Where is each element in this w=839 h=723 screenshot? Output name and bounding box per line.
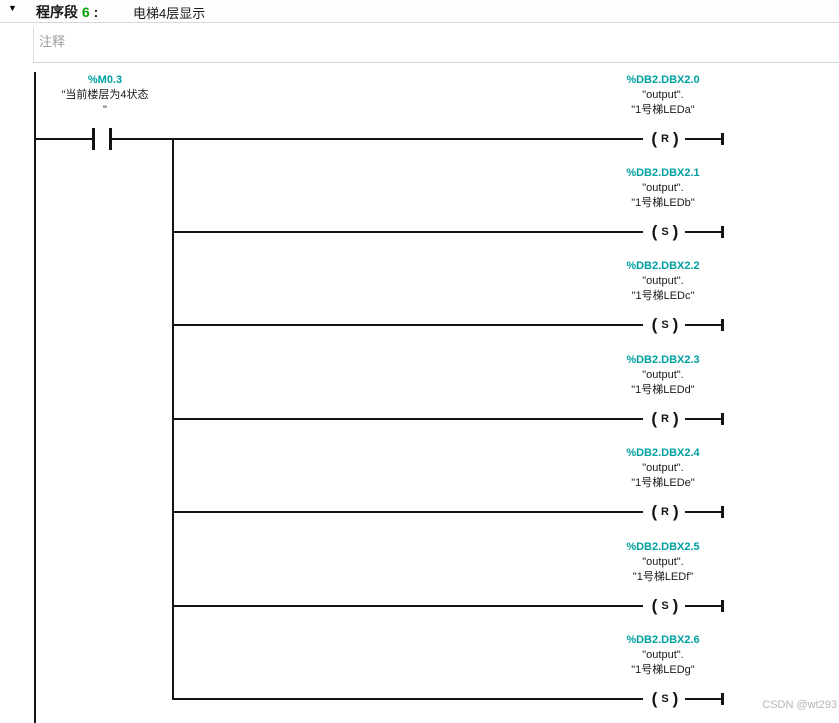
wire	[36, 138, 92, 140]
coil-open-paren: (	[651, 689, 658, 708]
coil-member-name: "1号梯LEDg"	[631, 664, 695, 676]
coil-struct-name: "output".	[642, 89, 684, 101]
contact-address[interactable]: %M0.3	[87, 74, 123, 86]
wire	[172, 511, 645, 513]
coil-type-letter: S	[661, 226, 669, 238]
coil-address[interactable]: %DB2.DBX2.3	[626, 354, 700, 366]
network-number: 6	[81, 4, 90, 20]
wire	[685, 605, 722, 607]
wire	[172, 324, 645, 326]
comment-placeholder: 注释	[39, 34, 66, 49]
coil-operand[interactable]: %DB2.DBX2.0 "output". "1号梯LEDa"	[541, 73, 785, 118]
header-separator	[0, 22, 839, 23]
coil-struct-name: "output".	[642, 556, 684, 568]
coil-struct-name: "output".	[642, 649, 684, 661]
coil-operand[interactable]: %DB2.DBX2.4 "output". "1号梯LEDe"	[541, 446, 785, 491]
coil-open-paren: (	[651, 596, 658, 615]
wire	[685, 138, 722, 140]
coil-operand[interactable]: %DB2.DBX2.2 "output". "1号梯LEDc"	[541, 259, 785, 304]
coil-type-letter: R	[661, 506, 669, 518]
set-coil-symbol[interactable]: (S)	[643, 595, 687, 617]
coil-open-paren: (	[651, 129, 658, 148]
reset-coil-symbol[interactable]: (R)	[643, 501, 687, 523]
network-title[interactable]: 电梯4层显示	[133, 6, 206, 21]
contact-comment-line2: "	[103, 104, 107, 116]
power-rail	[34, 72, 36, 723]
wire	[112, 138, 174, 140]
wire	[172, 231, 645, 233]
coil-struct-name: "output".	[642, 275, 684, 287]
coil-struct-name: "output".	[642, 462, 684, 474]
wire	[172, 698, 645, 700]
csdn-watermark: CSDN @wt293	[762, 699, 837, 711]
wire	[172, 138, 645, 140]
coil-type-letter: R	[661, 133, 669, 145]
coil-operand[interactable]: %DB2.DBX2.5 "output". "1号梯LEDf"	[541, 540, 785, 585]
coil-operand[interactable]: %DB2.DBX2.1 "output". "1号梯LEDb"	[541, 166, 785, 211]
set-coil-symbol[interactable]: (S)	[643, 314, 687, 336]
coil-close-paren: )	[672, 689, 679, 708]
contact-comment-line1: "当前楼层为4状态	[61, 89, 149, 101]
coil-address[interactable]: %DB2.DBX2.4	[626, 447, 700, 459]
rung-end-tick	[721, 506, 724, 518]
rung-end-tick	[721, 600, 724, 612]
coil-close-paren: )	[672, 409, 679, 428]
rung-end-tick	[721, 319, 724, 331]
coil-member-name: "1号梯LEDd"	[631, 384, 695, 396]
rung-end-tick	[721, 693, 724, 705]
network-comment-box[interactable]: 注释	[33, 27, 839, 62]
coil-address[interactable]: %DB2.DBX2.1	[626, 167, 700, 179]
rung-end-tick	[721, 413, 724, 425]
coil-address[interactable]: %DB2.DBX2.5	[626, 541, 700, 553]
network-header[interactable]: ▼ 程序段 6 : 电梯4层显示	[0, 0, 839, 22]
coil-close-paren: )	[672, 596, 679, 615]
rung-end-tick	[721, 226, 724, 238]
coil-type-letter: R	[661, 413, 669, 425]
contact-bar-right	[109, 128, 112, 150]
rung-end-tick	[721, 133, 724, 145]
set-coil-symbol[interactable]: (S)	[643, 221, 687, 243]
collapse-triangle-icon[interactable]: ▼	[8, 3, 17, 13]
network-label-text: 程序段	[36, 4, 78, 20]
network-label: 程序段 6 :	[36, 2, 98, 22]
comment-separator	[33, 62, 839, 63]
wire	[685, 511, 722, 513]
wire	[685, 418, 722, 420]
coil-open-paren: (	[651, 315, 658, 334]
contact-bar-left	[92, 128, 95, 150]
wire	[172, 605, 645, 607]
coil-member-name: "1号梯LEDb"	[631, 197, 695, 209]
coil-address[interactable]: %DB2.DBX2.0	[626, 74, 700, 86]
coil-open-paren: (	[651, 222, 658, 241]
coil-member-name: "1号梯LEDf"	[632, 571, 694, 583]
coil-close-paren: )	[672, 129, 679, 148]
contact-operand[interactable]: %M0.3 "当前楼层为4状态 "	[25, 73, 185, 118]
coil-member-name: "1号梯LEDe"	[631, 477, 695, 489]
coil-close-paren: )	[672, 315, 679, 334]
wire	[172, 418, 645, 420]
coil-address[interactable]: %DB2.DBX2.6	[626, 634, 700, 646]
wire	[685, 231, 722, 233]
wire	[685, 324, 722, 326]
coil-open-paren: (	[651, 502, 658, 521]
coil-open-paren: (	[651, 409, 658, 428]
set-coil-symbol[interactable]: (S)	[643, 688, 687, 710]
coil-close-paren: )	[672, 222, 679, 241]
coil-member-name: "1号梯LEDa"	[631, 104, 695, 116]
coil-member-name: "1号梯LEDc"	[631, 290, 695, 302]
coil-operand[interactable]: %DB2.DBX2.3 "output". "1号梯LEDd"	[541, 353, 785, 398]
wire	[685, 698, 722, 700]
reset-coil-symbol[interactable]: (R)	[643, 408, 687, 430]
reset-coil-symbol[interactable]: (R)	[643, 128, 687, 150]
coil-struct-name: "output".	[642, 369, 684, 381]
coil-struct-name: "output".	[642, 182, 684, 194]
network-label-colon: :	[93, 4, 99, 20]
coil-close-paren: )	[672, 502, 679, 521]
coil-type-letter: S	[661, 319, 669, 331]
coil-type-letter: S	[661, 600, 669, 612]
coil-type-letter: S	[661, 693, 669, 705]
coil-address[interactable]: %DB2.DBX2.2	[626, 260, 700, 272]
coil-operand[interactable]: %DB2.DBX2.6 "output". "1号梯LEDg"	[541, 633, 785, 678]
